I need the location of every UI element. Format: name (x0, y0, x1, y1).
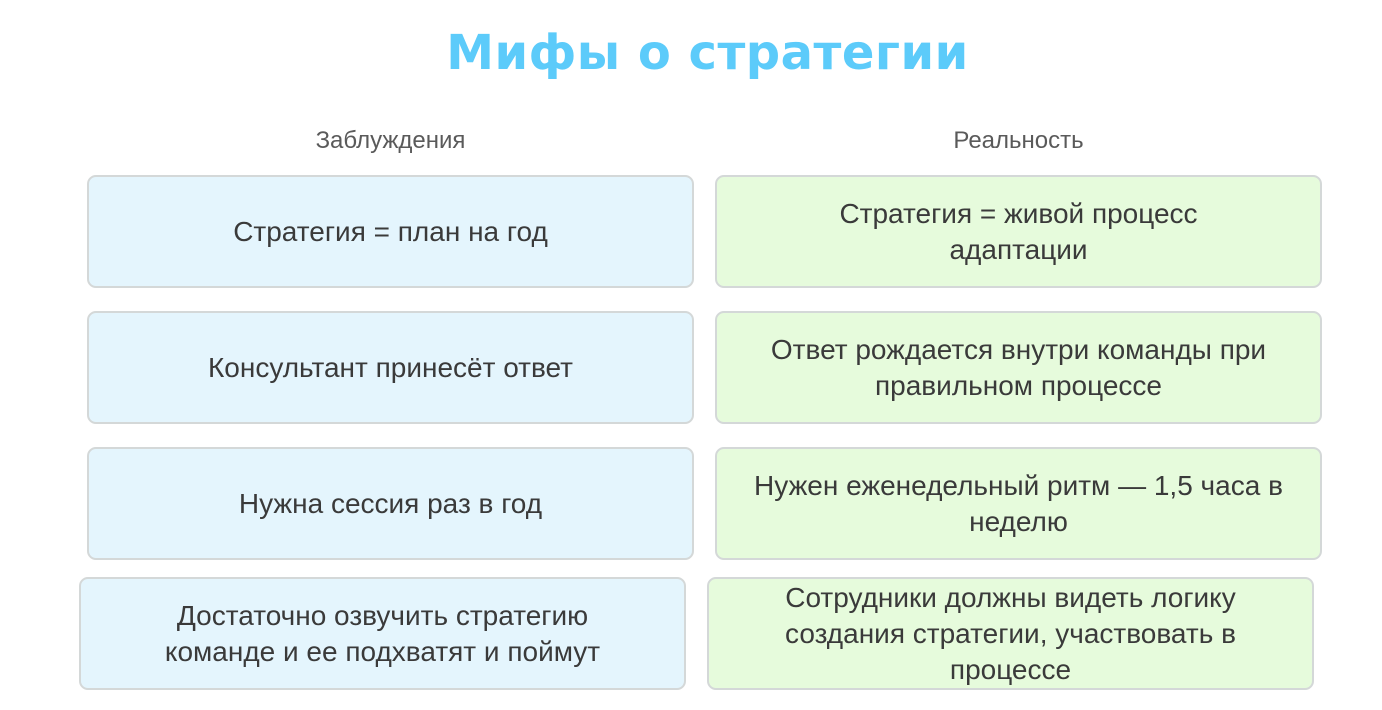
reality-card-1: Стратегия = живой процесс адаптации (715, 175, 1322, 288)
reality-column-header: Реальность (953, 127, 1084, 154)
reality-text: Сотрудники должны видеть логику создания… (785, 581, 1236, 685)
page-title: Мифы о стратегии (446, 25, 969, 81)
reality-text: Нужен еженедельный ритм — 1,5 часа в нед… (754, 469, 1283, 537)
myths-column-header: Заблуждения (315, 127, 466, 154)
myth-card-3: Нужна сессия раз в год (87, 447, 694, 560)
reality-text: Ответ рождается внутри команды при прави… (770, 333, 1267, 401)
myth-text: Достаточно озвучить стратегию команде и … (164, 599, 601, 667)
myth-text: Консультант принесёт ответ (207, 351, 573, 383)
myth-card-1: Стратегия = план на год (87, 175, 694, 288)
reality-card-2: Ответ рождается внутри команды при прави… (715, 311, 1322, 424)
reality-text: Стратегия = живой процесс адаптации (839, 197, 1198, 265)
myth-text: Нужна сессия раз в год (238, 487, 543, 519)
reality-card-4: Сотрудники должны видеть логику создания… (707, 577, 1314, 690)
reality-card-3: Нужен еженедельный ритм — 1,5 часа в нед… (715, 447, 1322, 560)
myth-card-2: Консультант принесёт ответ (87, 311, 694, 424)
myth-text: Стратегия = план на год (233, 215, 548, 247)
myth-card-4: Достаточно озвучить стратегию команде и … (79, 577, 686, 690)
